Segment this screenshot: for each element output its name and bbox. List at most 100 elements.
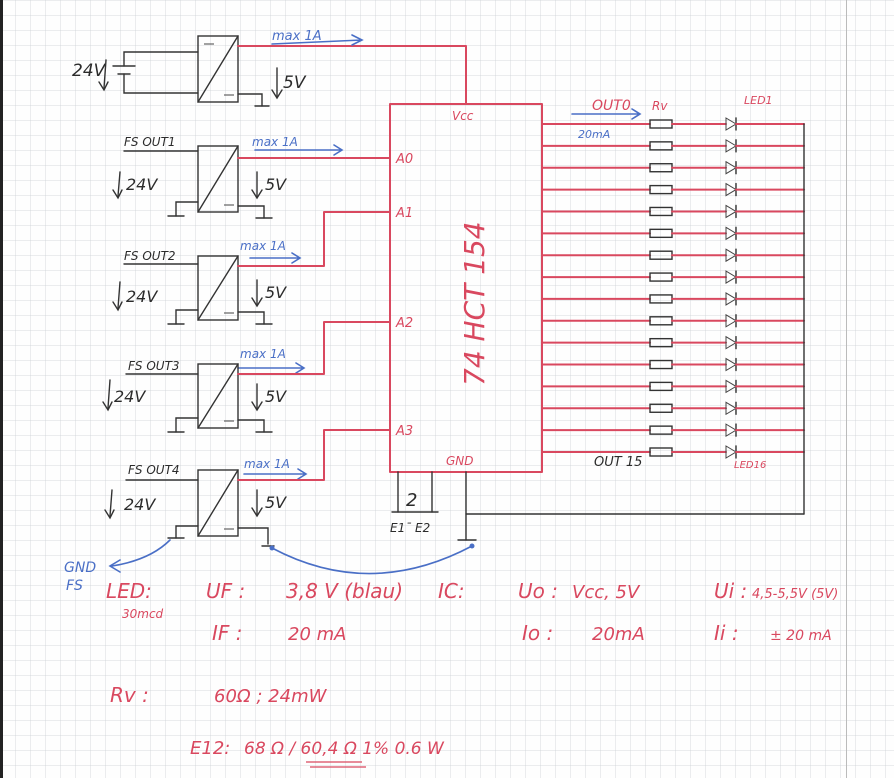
main-vin-label: 24V [72,61,107,81]
fs1-vout-arrowhead [251,189,263,200]
fs3-vin-label: 24V [114,387,146,406]
ic-gnd-pin-label: GND [446,454,474,468]
fs4-current-label: max 1A [244,457,290,471]
gnd-link-curve [271,545,473,575]
gnd-link-dot-right [469,543,475,549]
output-array [541,117,805,459]
paper-left-edge [0,0,3,778]
rv-label: Rv [652,99,668,113]
note-io-value: 20mA [592,624,645,645]
resistor-6 [649,250,673,260]
main-gnd-stub [237,93,263,107]
main-supply: 24V 5V max 1A [72,29,467,107]
ic-pin-a2: A2 [395,316,413,331]
led-9-symbol [725,292,737,306]
led1-label: LED1 [744,94,773,107]
note-ii-label: Ii : [714,621,739,645]
led-3-symbol [725,160,737,175]
fs4-regulator-diagonal [197,469,239,537]
note-e12-value: 68 Ω / 60,4 Ω 1% 0.6 W [244,739,445,759]
enable-box-label: 2 [406,490,417,511]
fs3-vin-arrow [107,379,111,409]
fs1-current-label: max 1A [252,135,298,149]
fs2-out-gnd [237,311,265,325]
resistor-9 [649,316,673,326]
fs1-vin-label: 24V [126,175,158,194]
resistor-10 [649,337,673,348]
resistor-3 [649,184,673,195]
resistor-0 [649,119,673,129]
note-led-sub: 30mcd [122,607,164,621]
ic-pin-a0: A0 [395,152,413,167]
main-vin-arrow [103,59,107,89]
fs4-in-gnd [175,525,199,539]
fs-out2-label: FS OUT2 [124,249,176,263]
note-ui-label: Ui : [714,579,747,603]
fs4-regulator-box [197,469,239,537]
fs2-current-label: max 1A [240,239,286,253]
note-uo-value: Vcc, 5V [572,582,641,603]
fs2-vin-label: 24V [126,287,158,306]
fs3-in-gnd [175,417,199,433]
note-e12-label: E12: [190,738,230,759]
out15-label: OUT 15 [594,455,642,470]
note-ui-value: 4,5-5,5V (5V) [752,587,838,602]
fs2-vin-arrowhead [112,301,123,312]
fs4-vout-arrowhead [251,507,263,518]
resistor-7 [649,272,673,282]
fs4-vin-arrow [109,489,113,517]
note-ii-value: ± 20 mA [770,628,832,644]
led-13-symbol [725,379,737,394]
resistor-11 [649,359,673,370]
gnd-fs-line1: GND [64,560,96,576]
resistor-15 [649,447,673,457]
led-5-symbol [725,204,737,219]
fs2-vin-arrow [117,281,121,309]
main-current-arrow [271,34,364,46]
fs3-a2-wire [237,321,391,375]
led-12-symbol [725,357,737,372]
led-1-symbol [725,117,737,131]
vcc-supply-wire [237,45,467,105]
led-7-symbol [725,248,737,263]
gnd-fs-arrow [108,539,171,573]
fs-channel-3: FS OUT3 max 1A 24V 5V [102,321,391,433]
fs2-regulator-diagonal [197,255,239,321]
fs4-vin-arrowhead [104,509,115,520]
main-regulator-diagonal [197,35,239,103]
gnd-fs-line2: FS [66,578,83,594]
fs2-vout-arrowhead [251,297,263,308]
note-uo-label: Uo : [518,579,558,603]
fs3-vin-arrowhead [102,401,113,412]
out-current-arrow [571,108,642,120]
note-ic-title: IC: [438,579,465,603]
main-regulator-box [197,35,239,103]
note-rv-value: 60Ω ; 24mW [214,686,328,707]
note-uf-value: 3,8 V (blau) [286,579,403,603]
led-11-symbol [725,335,737,350]
resistor-8 [649,294,673,304]
spec-notes: LED: 30mcd UF : 3,8 V (blau) IF : 20 mA … [106,579,838,768]
fs4-vin-label: 24V [124,495,156,514]
fs3-current-arrow [237,362,306,374]
fs4-current-arrow [243,468,308,480]
fs2-regulator-box [197,255,239,321]
led-16-symbol [725,445,737,459]
resistor-4 [649,206,673,217]
fs1-in-gnd [175,201,199,217]
fs-out1-label: FS OUT1 [124,135,176,149]
fs4-vout-label: 5V [265,493,287,512]
main-vout-arrowhead [271,89,283,100]
out0-label: OUT0 [592,98,631,114]
battery-bottom-wire [123,73,199,94]
main-vin-arrowhead [98,81,109,92]
ic-pin-a1: A1 [395,206,413,221]
enable-pins-label: E1¯ E2 [390,521,430,535]
note-led-title: LED: [106,579,152,603]
fs3-vout-label: 5V [265,387,287,406]
fs1-regulator-box [197,145,239,213]
main-vout-label: 5V [283,73,307,93]
resistor-14 [649,425,673,435]
resistor-5 [649,228,673,239]
